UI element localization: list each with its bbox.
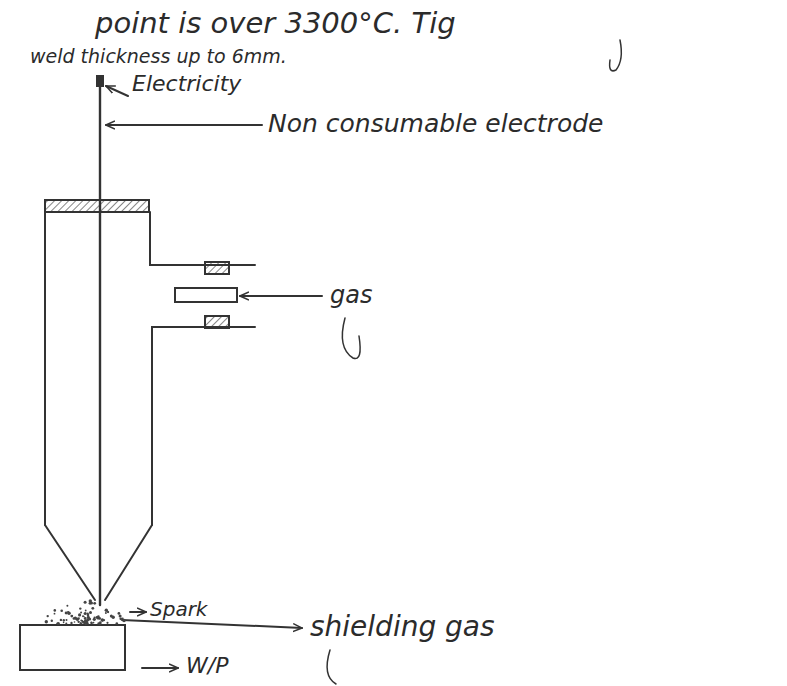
part-label: gas (330, 282, 372, 308)
part-label: Electricity (132, 72, 241, 96)
part-label: W/P (186, 654, 228, 678)
part-label: Spark (150, 598, 207, 620)
note-text: point is over 3300°C. Tig (95, 8, 456, 40)
part-label: shielding gas (310, 612, 495, 643)
note-text: weld thickness up to 6mm. (30, 46, 287, 67)
part-label: Non consumable electrode (268, 110, 603, 138)
